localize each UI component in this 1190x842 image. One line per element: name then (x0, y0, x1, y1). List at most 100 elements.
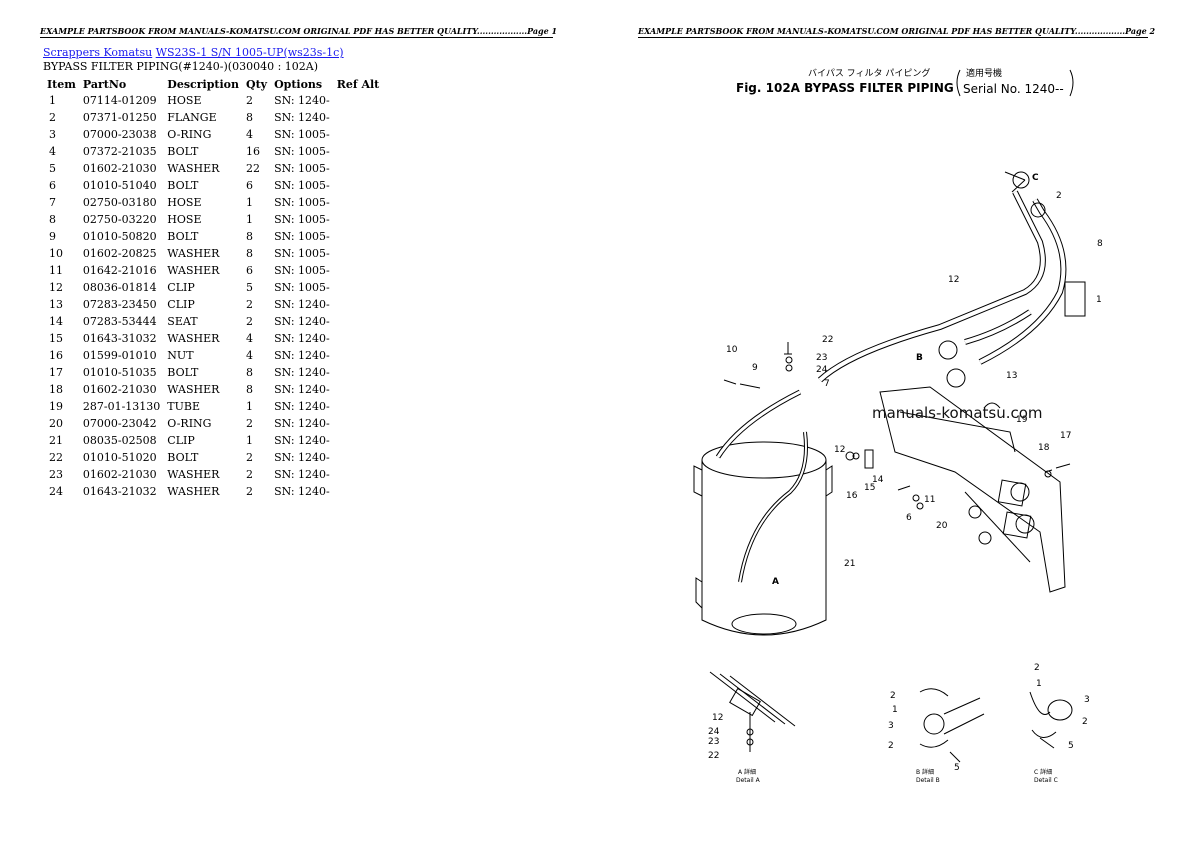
table-cell: 5 (246, 281, 253, 294)
table-cell: 23 (49, 468, 63, 481)
table-cell: 02750-03180 (82, 196, 157, 209)
table-cell: 01643-21032 (82, 485, 157, 498)
table-cell: 8 (49, 213, 56, 226)
table-cell: WASHER (167, 383, 220, 396)
header-options: Options (274, 77, 323, 91)
table-cell: 07283-23450 (82, 298, 157, 311)
detail-c-label: Detail C (1034, 777, 1058, 784)
detail-b-callout-2b: 2 (888, 741, 894, 751)
table-cell: 20 (49, 417, 63, 430)
table-cell: 7 (49, 196, 56, 209)
table-cell (333, 313, 383, 330)
table-cell: 12 (49, 281, 63, 294)
table-cell (333, 109, 383, 126)
table-cell: 01602-21030 (82, 468, 157, 481)
figure-serial: Serial No. 1240-- (963, 82, 1064, 96)
table-cell: 8 (246, 247, 253, 260)
callout-21: 21 (844, 559, 855, 569)
table-cell: WASHER (167, 485, 220, 498)
table-cell: 3 (49, 128, 56, 141)
table-cell: BOLT (167, 230, 199, 243)
table-cell (333, 160, 383, 177)
arrow-label-c: C (1032, 173, 1039, 183)
callout-19: 19 (1016, 415, 1028, 425)
main-callouts: 2 8 1 12 22 23 24 7 10 9 13 19 12 15 16 … (726, 173, 1103, 587)
bypass-filter-piping-diagram: バイパス フィルタ パイピング Fig. 102A BYPASS FILTER … (693, 67, 1103, 784)
table-cell: 21 (49, 434, 63, 447)
table-cell: 8 (246, 366, 253, 379)
table-cell: SEAT (167, 315, 198, 328)
table-cell (333, 245, 383, 262)
table-cell: 6 (246, 264, 253, 277)
table-cell: 07000-23042 (82, 417, 157, 430)
table-cell (333, 211, 383, 228)
table-cell (333, 296, 383, 313)
table-cell: WASHER (167, 247, 220, 260)
table-cell: 2 (49, 111, 56, 124)
detail-b: B 詳細 Detail B 2 1 3 2 5 (888, 688, 985, 784)
table-cell (333, 483, 383, 500)
table-cell: 8 (246, 111, 253, 124)
detail-a-callout-24: 24 (708, 727, 720, 737)
table-cell: WASHER (167, 162, 220, 175)
mounting-bracket (879, 386, 1066, 593)
callout-13: 13 (1006, 371, 1017, 381)
callout-2: 2 (1056, 191, 1062, 201)
detail-c-callout-2a: 2 (1034, 663, 1040, 673)
table-cell: SN: 1240- (274, 383, 330, 396)
table-cell: SN: 1005- (274, 145, 330, 158)
table-cell: 07283-53444 (82, 315, 157, 328)
table-cell: 2 (246, 451, 253, 464)
table-cell: CLIP (167, 281, 195, 294)
table-cell (333, 143, 383, 160)
table-cell (333, 194, 383, 211)
callout-10: 10 (726, 345, 738, 355)
callout-11: 11 (924, 495, 935, 505)
detail-c-callout-5: 5 (1068, 741, 1074, 751)
table-cell: 07000-23038 (82, 128, 157, 141)
detail-c: C 詳細 Detail C 2 1 3 2 5 (1029, 663, 1090, 784)
detail-a-label: Detail A (736, 777, 761, 784)
table-cell: 01642-21016 (82, 264, 157, 277)
table-cell: 01010-51040 (82, 179, 157, 192)
table-cell: 1 (246, 196, 253, 209)
table-cell: 2 (246, 417, 253, 430)
table-cell (333, 466, 383, 483)
callout-17: 17 (1060, 431, 1071, 441)
breadcrumb-link-scrappers[interactable]: Scrappers Komatsu (43, 46, 153, 59)
callout-20: 20 (936, 521, 948, 531)
table-cell: 2 (246, 468, 253, 481)
table-cell: SN: 1005- (274, 230, 330, 243)
table-cell: SN: 1005- (274, 128, 330, 141)
table-cell: SN: 1240- (274, 468, 330, 481)
table-cell: SN: 1005- (274, 179, 330, 192)
paren-left (956, 69, 961, 97)
table-cell: 13 (49, 298, 63, 311)
table-cell: 01010-51035 (82, 366, 157, 379)
breadcrumb-link-model[interactable]: WS23S-1 S/N 1005-UP(ws23s-1c) (155, 46, 344, 59)
table-cell: 1 (246, 213, 253, 226)
table-cell (333, 415, 383, 432)
table-cell: 01010-50820 (82, 230, 157, 243)
table-cell: 02750-03220 (82, 213, 157, 226)
page-header-left: EXAMPLE PARTSBOOK FROM MANUALS-KOMATSU.C… (40, 26, 558, 38)
table-cell: 4 (246, 128, 253, 141)
table-cell: 08036-01814 (82, 281, 157, 294)
detail-c-label-jp: C 詳細 (1034, 768, 1052, 776)
table-cell: TUBE (167, 400, 201, 413)
detail-a-callout-22: 22 (708, 751, 719, 761)
callout-23-main: 23 (816, 353, 827, 363)
table-cell: SN: 1240- (274, 485, 330, 498)
table-cell: 6 (246, 179, 253, 192)
detail-b-callout-2a: 2 (890, 691, 896, 701)
callout-24-main: 24 (816, 365, 828, 375)
table-cell: BOLT (167, 366, 199, 379)
